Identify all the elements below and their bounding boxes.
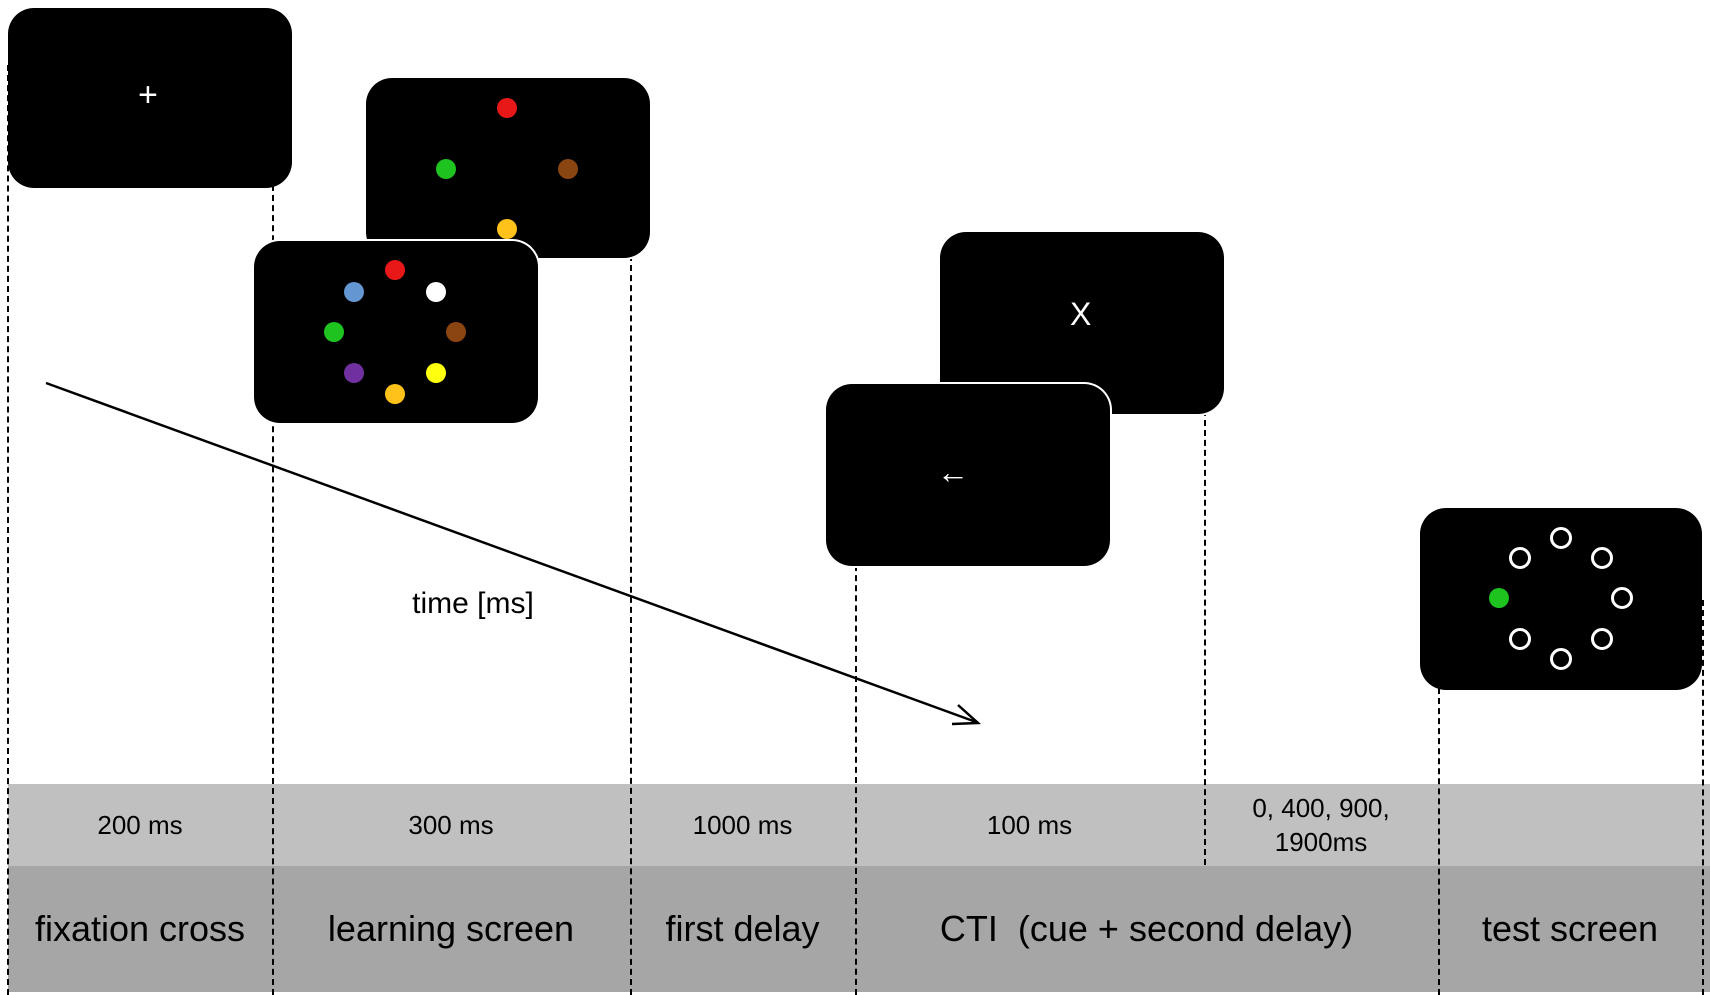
probe-ring — [1550, 527, 1572, 549]
brown-dot — [558, 159, 578, 179]
probe-ring — [1509, 628, 1531, 650]
phase-cti: CTI (cue + second delay) — [939, 908, 1354, 949]
fixation-cross-symbol: + — [138, 76, 158, 114]
boundary-line-4 — [855, 565, 857, 995]
phase-learning-screen: learning screen — [327, 908, 575, 949]
red-dot — [385, 260, 405, 280]
duration-cue: 100 ms — [986, 810, 1073, 840]
orange-dot — [497, 219, 517, 239]
learning-screen-back — [366, 78, 650, 258]
learning-screen-front — [254, 241, 538, 423]
red-dot — [497, 98, 517, 118]
time-arrow-label: time [ms] — [412, 587, 534, 620]
purple-dot — [344, 363, 364, 383]
yellow-dot — [426, 363, 446, 383]
blue-dot — [344, 282, 364, 302]
duration-second-delay: 0, 400, 900, 1900ms — [1252, 793, 1390, 857]
probe-ring — [1509, 547, 1531, 569]
test-screen — [1420, 508, 1702, 690]
duration-learning: 300 ms — [408, 810, 494, 840]
probe-ring — [1591, 547, 1613, 569]
phases-band — [8, 866, 1710, 992]
probe-ring — [1611, 587, 1633, 609]
duration-test — [1438, 784, 1702, 866]
boundary-line-6 — [1438, 688, 1440, 995]
probe-ring — [1550, 648, 1572, 670]
green-dot — [324, 322, 344, 342]
brown-dot — [446, 322, 466, 342]
fixation-screen: + — [8, 8, 292, 188]
cue-screen-x: X — [940, 232, 1224, 414]
cue-x-symbol: X — [1070, 296, 1092, 332]
phase-first-delay: first delay — [665, 908, 820, 949]
phase-fixation-cross: fixation cross — [34, 908, 246, 949]
orange-dot — [385, 384, 405, 404]
cue-arrow-symbol: ← — [937, 454, 969, 490]
white-dot — [426, 282, 446, 302]
probe-ring — [1591, 628, 1613, 650]
boundary-line-1 — [7, 65, 9, 995]
boundary-line-5 — [1204, 410, 1206, 865]
duration-first-delay: 1000 ms — [692, 810, 793, 840]
boundary-line-7 — [1702, 600, 1704, 995]
duration-fixation: 200 ms — [97, 810, 183, 840]
durations-band — [8, 784, 1710, 866]
green-dot — [436, 159, 456, 179]
green-dot — [1489, 588, 1509, 608]
cue-screen-arrow: ← — [826, 384, 1110, 566]
phase-test-screen: test screen — [1481, 908, 1659, 949]
